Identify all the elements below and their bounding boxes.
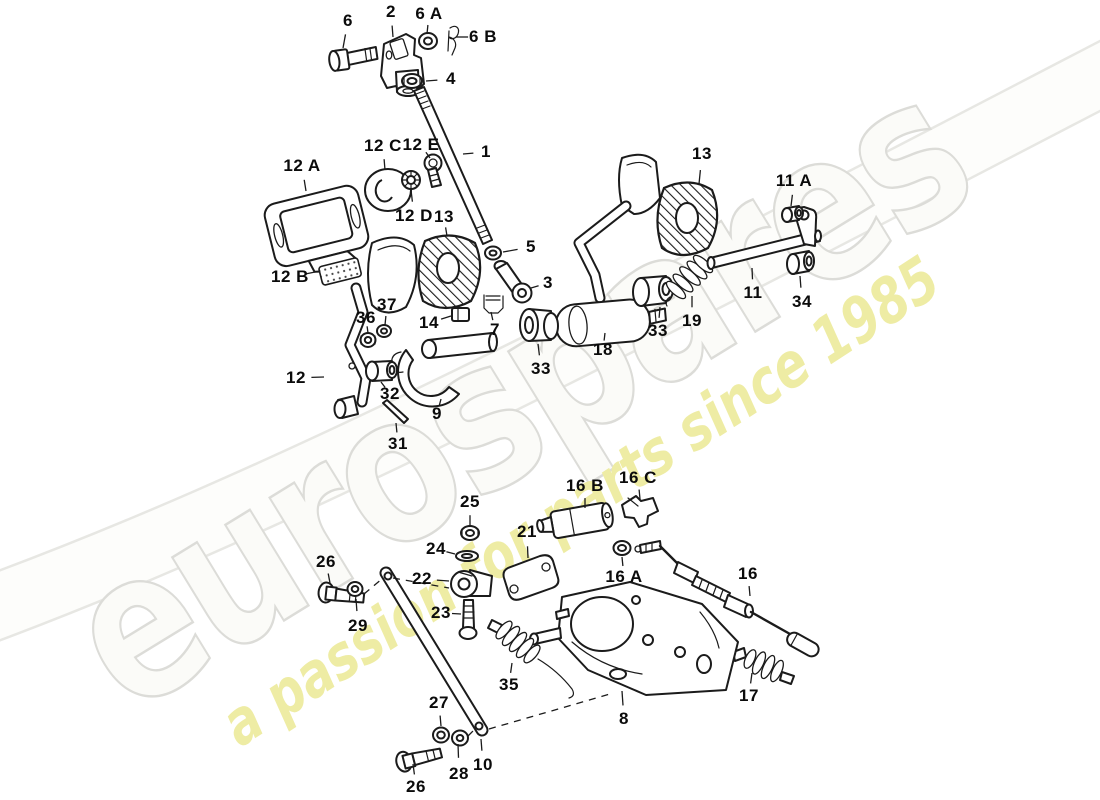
part-27-washer: [432, 726, 450, 744]
clutch-pedal-face-plate: [367, 236, 418, 314]
part-3-clevis: [493, 260, 533, 304]
part-10-strap: [379, 566, 489, 737]
part-6b-cotter-pin: [447, 25, 460, 56]
part-26-bolt-upper: [317, 581, 366, 604]
part-23-bolt: [458, 599, 478, 640]
part-11a-bushing: [781, 205, 804, 223]
assembly-dashed-lines: [363, 577, 611, 737]
part-29-washer: [346, 581, 364, 597]
part-34-bushing: [786, 250, 815, 275]
part-31-pin: [382, 399, 409, 424]
part-25-nut: [460, 525, 480, 541]
part-12e-bolt: [423, 153, 443, 188]
part-13-clutch-pedal-pad: [417, 234, 482, 310]
part-9-quadrant: [391, 332, 498, 408]
part-37-washer: [376, 324, 392, 338]
part-13-brake-pedal-pad: [656, 181, 719, 257]
part-22-trunnion: [450, 569, 493, 598]
part-16a-nut: [612, 540, 632, 556]
leader-lines: [303, 24, 802, 775]
part-8-pedal-bracket: [529, 581, 739, 696]
part-12c-grommet: [364, 168, 412, 212]
part-12-clutch-pedal-arm: [333, 282, 372, 419]
part-26-bolt-lower: [395, 747, 444, 773]
part-4-nut: [401, 73, 423, 89]
part-36-nut: [359, 332, 377, 348]
part-32-bushing: [365, 360, 398, 382]
part-33-bushing-left: [519, 308, 559, 342]
part-28-washer: [451, 729, 469, 747]
part-6-bolt: [328, 46, 379, 72]
part-19-spring: [665, 254, 714, 307]
part-33-bushing-right: [632, 275, 674, 307]
part-16-clutch-cable: [634, 540, 820, 658]
part-21-cover-plate: [502, 554, 560, 601]
part-6a-nut: [418, 32, 438, 50]
part-16c-clip: [621, 495, 659, 528]
part-17-adjuster: [732, 647, 795, 685]
part-5-nut: [484, 245, 502, 261]
part-35-spring: [487, 619, 575, 699]
part-16b-cable-fitting: [536, 501, 614, 540]
part-12b-pad: [318, 257, 362, 286]
part-24-washer: [455, 550, 479, 562]
part-1-push-rod: [413, 86, 493, 245]
part-12d-washer: [401, 170, 421, 190]
part-14-stop-block: [451, 307, 470, 322]
part-18-brake-pedal: [554, 153, 667, 348]
part-7-clip: [483, 294, 504, 314]
